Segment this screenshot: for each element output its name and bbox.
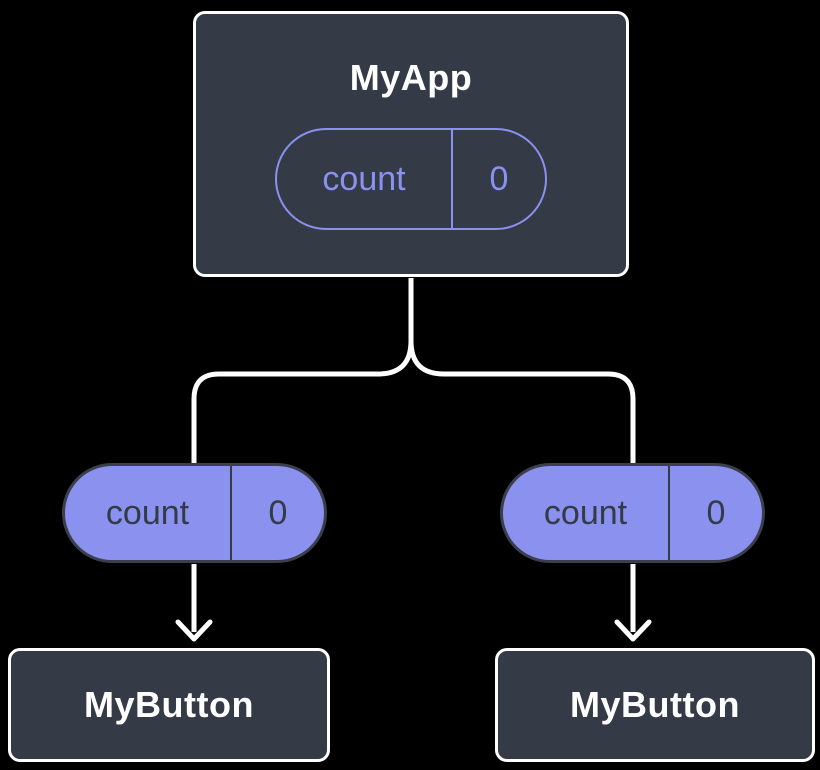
component-node-mybutton-left: MyButton — [8, 648, 330, 762]
component-node-mybutton-right: MyButton — [495, 648, 815, 762]
prop-pill-left-value: 0 — [268, 493, 288, 532]
component-title: MyApp — [349, 57, 473, 98]
prop-pill-right-value: 0 — [706, 493, 726, 532]
component-title: MyButton — [570, 684, 740, 725]
branch-line-right — [408, 278, 636, 464]
prop-pill-left-name: count — [65, 466, 232, 560]
state-pill-value: 0 — [489, 159, 509, 198]
component-node-myapp: MyApp count 0 — [193, 11, 629, 277]
arrow-right-head-icon — [614, 619, 652, 642]
prop-pill-left: count 0 — [62, 463, 327, 563]
arrow-left-head-icon — [175, 619, 213, 642]
component-title: MyButton — [84, 684, 254, 725]
state-pill-name: count — [277, 130, 453, 228]
prop-pill-right-name: count — [503, 466, 670, 560]
prop-pill-right: count 0 — [500, 463, 765, 563]
state-pill: count 0 — [275, 128, 547, 230]
branch-line-left — [191, 278, 414, 464]
